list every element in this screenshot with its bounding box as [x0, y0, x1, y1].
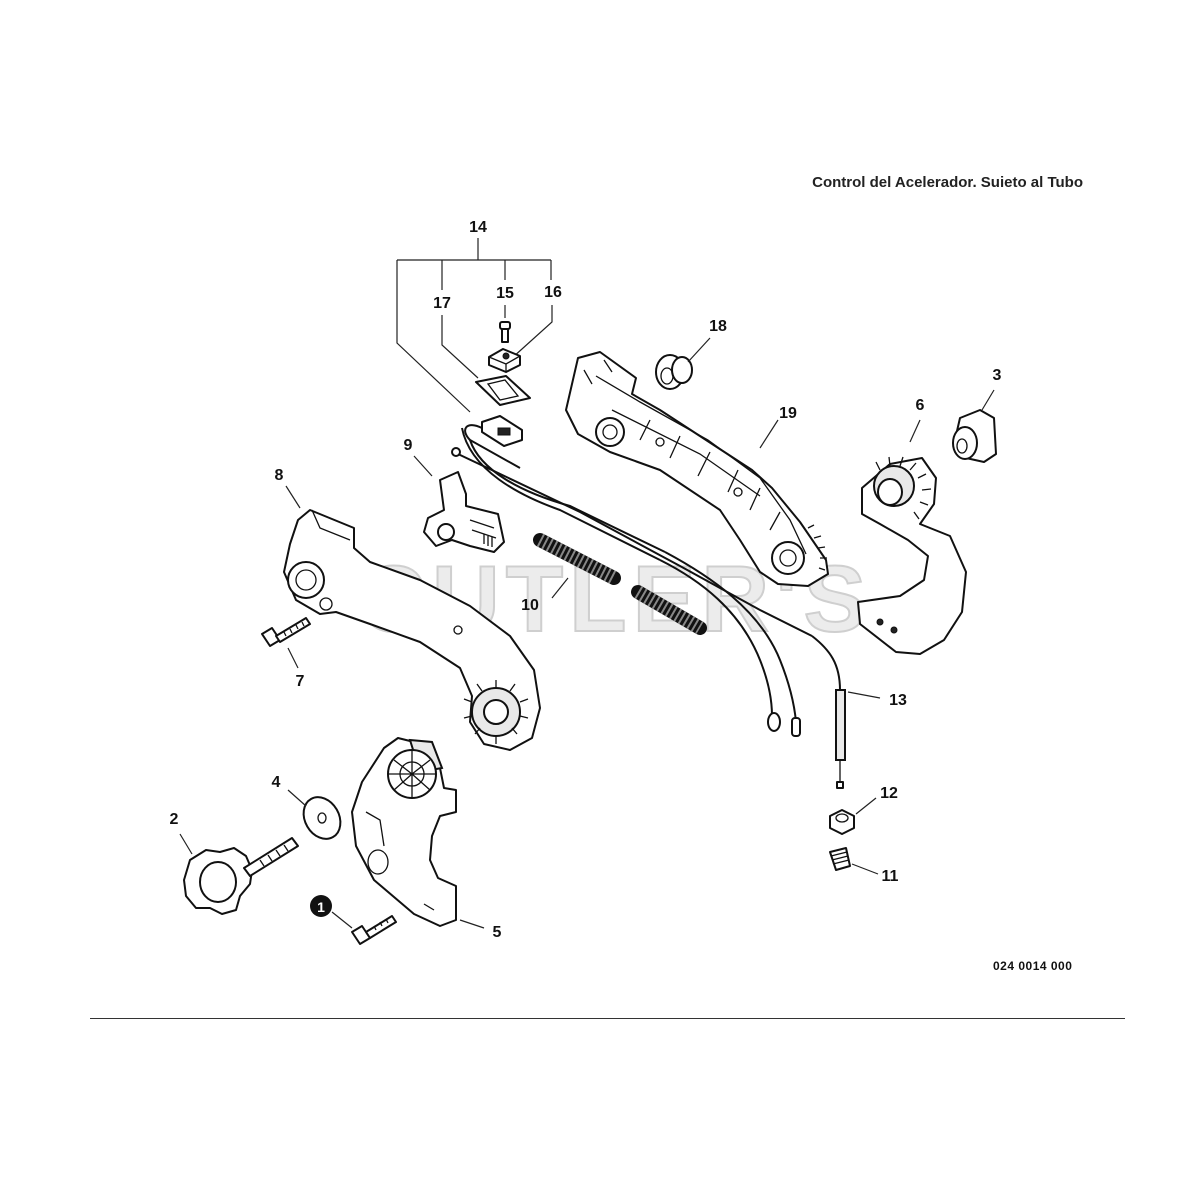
callout-badge-1 — [310, 895, 332, 917]
footer-divider — [90, 1018, 1125, 1019]
screw-15 — [499, 321, 511, 343]
diagram-reference-code: 024 0014 000 — [993, 959, 1073, 973]
callout-16: 16 — [544, 284, 562, 301]
callout-9: 9 — [404, 437, 413, 454]
clamp-half-5 — [351, 737, 457, 927]
washer-4 — [302, 796, 342, 840]
spring-10 — [533, 533, 707, 635]
plate-17 — [475, 375, 531, 406]
callout-17: 17 — [433, 295, 451, 312]
callout-14: 14 — [469, 219, 487, 236]
callout-8: 8 — [275, 467, 284, 484]
adjuster-11 — [829, 847, 851, 871]
callout-labels: 1 2 3 4 5 6 7 8 9 10 11 12 13 14 15 16 1… — [170, 219, 1002, 941]
callout-15: 15 — [496, 285, 514, 302]
throttle-cable-13 — [451, 447, 846, 789]
callout-4: 4 — [272, 774, 281, 791]
throttle-trigger-9 — [423, 471, 505, 553]
callout-1: 1 — [317, 899, 325, 915]
knob-2 — [183, 837, 299, 915]
clip-16 — [488, 348, 521, 373]
callout-3: 3 — [993, 367, 1002, 384]
callout-11: 11 — [882, 868, 899, 885]
callout-7: 7 — [296, 673, 305, 690]
callout-10: 10 — [521, 597, 539, 614]
wire-harness — [461, 427, 801, 737]
callout-5: 5 — [493, 924, 502, 941]
callout-18: 18 — [709, 318, 727, 335]
callout-6: 6 — [916, 397, 925, 414]
callout-13: 13 — [889, 692, 907, 709]
nut-12 — [829, 809, 855, 835]
callout-12: 12 — [880, 785, 898, 802]
bracket-14-leaders — [396, 238, 553, 413]
diagram-title: Control del Acelerador, Sujeto al Tubo — [812, 174, 1083, 187]
handle-half-19 — [565, 351, 829, 587]
clamp-half-6 — [857, 456, 967, 655]
handle-half-8 — [283, 509, 541, 751]
callout-2: 2 — [170, 811, 179, 828]
switch-14 — [464, 415, 523, 469]
screw-1 — [351, 915, 397, 945]
bushing-3 — [952, 409, 997, 463]
callout-19: 19 — [779, 405, 797, 422]
screw-7 — [261, 617, 311, 647]
grommet-18 — [655, 354, 693, 390]
